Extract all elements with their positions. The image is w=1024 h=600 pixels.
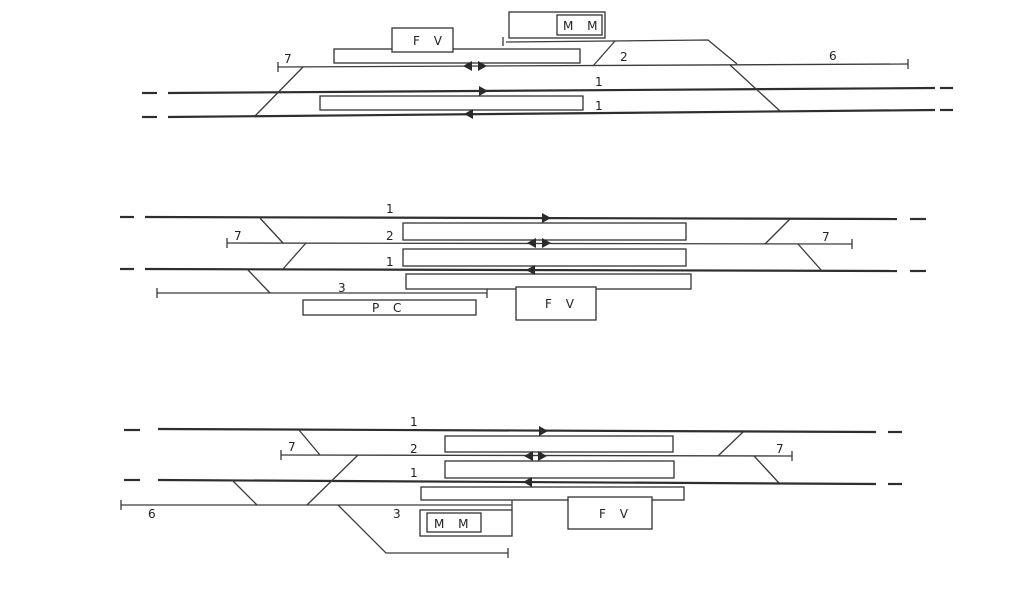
- direction-arrow-left: [527, 238, 536, 248]
- platform: [319, 95, 584, 111]
- building-fv-label: F V: [413, 34, 447, 48]
- building-fv: [391, 27, 454, 53]
- track-label-1: 1: [595, 75, 603, 89]
- track-label-7: 7: [822, 230, 830, 244]
- direction-arrow-right: [479, 86, 488, 96]
- siding-track-2: [226, 242, 853, 245]
- crossover: [282, 242, 307, 270]
- building-mm-label: M M: [563, 19, 603, 33]
- main-track-upper: [144, 215, 898, 221]
- siding-track-3: [337, 504, 508, 554]
- platform: [402, 248, 687, 267]
- track-label-3: 3: [393, 507, 401, 521]
- building-mm-inner: [556, 14, 603, 36]
- track-label-2: 2: [386, 229, 394, 243]
- main-track-lower: [144, 267, 898, 273]
- direction-arrow-left: [524, 451, 533, 461]
- track-label-3: 3: [338, 281, 346, 295]
- building-fv-label: F V: [599, 507, 633, 521]
- crossover: [764, 218, 791, 245]
- crossover: [254, 66, 304, 117]
- direction-arrow-right: [542, 238, 551, 248]
- track-label-1: 1: [410, 415, 418, 429]
- direction-arrow-right: [538, 451, 547, 461]
- track-label-1: 1: [386, 255, 394, 269]
- crossover: [306, 454, 359, 506]
- main-track-lower: [167, 108, 936, 119]
- building-fv: [567, 496, 653, 530]
- building-fv-label: F V: [545, 297, 579, 311]
- building-mm-label: M M: [434, 517, 474, 531]
- crossover: [797, 243, 823, 272]
- track-label-6: 6: [148, 507, 156, 521]
- building-mm-inner: [426, 512, 482, 533]
- crossover: [717, 431, 744, 457]
- crossover: [729, 64, 781, 112]
- platform: [444, 435, 674, 453]
- crossover: [753, 455, 780, 484]
- station-diagram-2: P C F V 1 2 1 3 7 7: [120, 202, 926, 321]
- building-fv: [515, 286, 597, 321]
- siding-track-2: [505, 39, 738, 65]
- platform: [444, 460, 675, 479]
- siding-track-2: [280, 454, 793, 457]
- direction-arrow-right: [539, 426, 548, 436]
- platform: [333, 48, 581, 64]
- direction-arrow-right: [478, 61, 487, 71]
- direction-arrow-left: [526, 265, 535, 275]
- crossover: [231, 479, 258, 506]
- siding-connector: [246, 268, 271, 294]
- track-label-6: 6: [829, 49, 837, 63]
- main-track-upper: [167, 86, 936, 95]
- track-label-7: 7: [284, 52, 292, 66]
- direction-arrow-left: [464, 109, 473, 119]
- track-label-2: 2: [410, 442, 418, 456]
- track-label-7: 7: [234, 229, 242, 243]
- siding-track-2-connector: [592, 40, 616, 67]
- crossover: [258, 216, 284, 244]
- platform: [402, 222, 687, 241]
- main-track-upper: [157, 427, 877, 434]
- direction-arrow-right: [542, 213, 551, 223]
- track-label-7: 7: [288, 440, 296, 454]
- track-label-1: 1: [410, 466, 418, 480]
- track-label-7: 7: [776, 442, 784, 456]
- track-label-1: 1: [595, 99, 603, 113]
- direction-arrow-left: [523, 477, 532, 487]
- building-pc: [302, 299, 477, 316]
- main-track-lower: [157, 478, 877, 486]
- building-pc-label: P C: [372, 301, 406, 315]
- station-diagram-3: M M F V 1 2 1 3 6 7 7: [120, 415, 902, 558]
- track-label-1: 1: [386, 202, 394, 216]
- track-label-2: 2: [620, 50, 628, 64]
- crossover: [298, 429, 321, 456]
- direction-arrow-left: [463, 61, 472, 71]
- station-diagram-1: F V M M 7 2 6 1 1: [142, 11, 953, 119]
